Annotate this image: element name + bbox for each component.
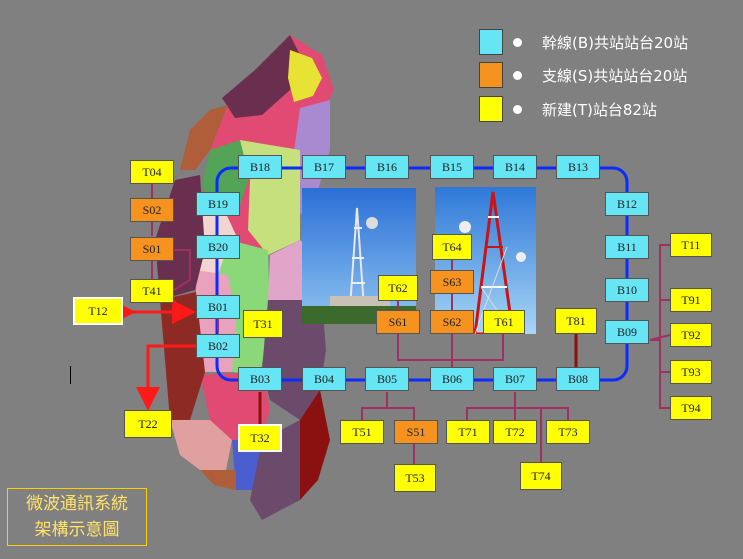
node-t94: T94 [670, 396, 712, 420]
node-b11: B11 [605, 235, 649, 259]
node-t93: T93 [670, 360, 712, 384]
title-line-2: 架構示意圖 [34, 520, 120, 540]
legend-item-backbone: 幹線(B)共站站台20站 [479, 29, 688, 55]
legend-item-new: 新建(T)站台82站 [479, 96, 657, 122]
node-s01: S01 [130, 237, 174, 261]
legend-swatch [479, 29, 503, 55]
node-t51: T51 [340, 420, 384, 444]
node-t31: T31 [243, 310, 283, 338]
node-b16: B16 [365, 155, 409, 179]
node-b02: B02 [196, 334, 240, 358]
node-t73: T73 [546, 420, 590, 444]
node-b17: B17 [302, 155, 346, 179]
node-b12: B12 [605, 192, 649, 216]
node-t04: T04 [130, 160, 174, 184]
node-b19: B19 [196, 192, 240, 216]
node-b01: B01 [196, 295, 240, 319]
node-b18: B18 [238, 155, 282, 179]
link-b09-t94 [659, 340, 670, 409]
link-b07-t74 [515, 407, 542, 462]
link-b05-t51 [361, 392, 388, 420]
link-b05-s51 [387, 407, 415, 420]
node-t41: T41 [130, 279, 174, 303]
legend-item-branch: 支線(S)共站站台20站 [479, 62, 687, 88]
link-s61-t61 [397, 334, 504, 361]
text-cursor [70, 366, 71, 384]
node-s61: S61 [376, 310, 420, 334]
arrow-b02-t22 [136, 344, 196, 411]
node-b05: B05 [365, 367, 409, 391]
node-b09: B09 [605, 320, 649, 344]
node-t72: T72 [493, 420, 537, 444]
node-b14: B14 [493, 155, 537, 179]
legend-label: 幹線(B)共站站台20站 [542, 33, 689, 52]
link-b09-t11 [650, 244, 670, 341]
legend-label: 新建(T)站台82站 [542, 100, 657, 119]
node-b03: B03 [238, 367, 282, 391]
link-b09-t92 [649, 334, 671, 341]
node-s02: S02 [130, 198, 174, 222]
node-t92: T92 [670, 323, 712, 347]
backbone-ring [215, 166, 629, 382]
node-t81: T81 [555, 308, 597, 334]
node-b07: B07 [493, 367, 537, 391]
link-b07-t71 [466, 392, 516, 420]
node-t32: T32 [238, 424, 282, 452]
node-s63: S63 [430, 270, 474, 294]
title-line-1: 微波通訊系統 [26, 494, 128, 514]
node-b13: B13 [556, 155, 600, 179]
node-s51: S51 [394, 420, 438, 444]
node-t11: T11 [670, 233, 712, 257]
node-t64: T64 [432, 234, 472, 260]
node-t62: T62 [378, 275, 418, 301]
link-s01-b20 [173, 249, 191, 291]
node-b08: B08 [556, 367, 600, 391]
node-t91: T91 [670, 288, 712, 312]
node-t12: T12 [73, 297, 123, 325]
node-t74: T74 [520, 462, 562, 490]
legend-swatch [479, 62, 503, 88]
legend-bullet [513, 104, 522, 114]
node-b15: B15 [430, 155, 474, 179]
diagram-title: 微波通訊系統 架構示意圖 [7, 488, 147, 546]
node-b20: B20 [196, 235, 240, 259]
legend-swatch [479, 96, 503, 122]
node-t61: T61 [483, 310, 525, 334]
node-b10: B10 [605, 278, 649, 302]
node-b04: B04 [302, 367, 346, 391]
node-t53: T53 [394, 464, 436, 492]
node-t71: T71 [446, 420, 490, 444]
legend-label: 支線(S)共站站台20站 [542, 66, 688, 85]
legend-bullet [513, 70, 522, 80]
node-b06: B06 [430, 367, 474, 391]
legend-bullet [513, 37, 522, 47]
node-t22: T22 [124, 410, 172, 438]
node-s62: S62 [430, 310, 474, 334]
